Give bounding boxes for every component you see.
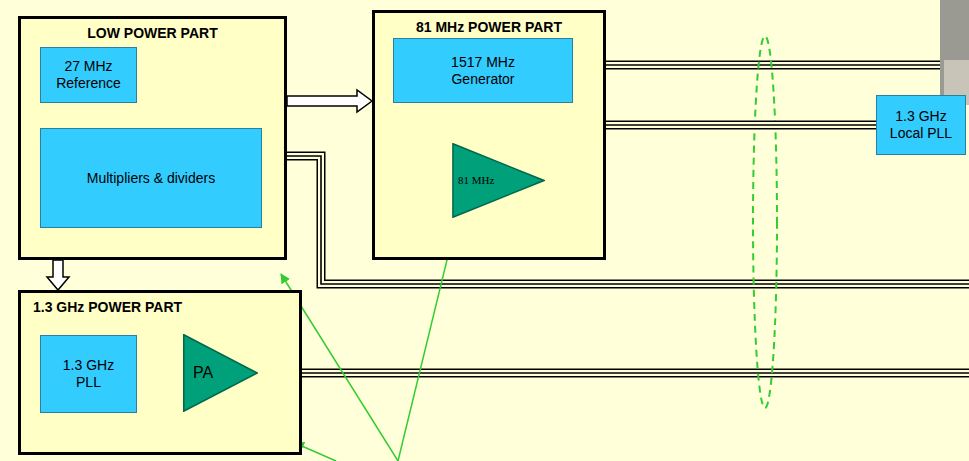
block-label: 27 MHz Reference xyxy=(49,58,129,92)
function-block: 1517 MHz Generator xyxy=(393,38,573,103)
block-arrow xyxy=(47,260,69,290)
part-title: 1.3 GHz POWER PART xyxy=(33,299,299,315)
block-label: 1517 MHz Generator xyxy=(428,54,538,88)
block-label: 1.3 GHz PLL xyxy=(54,357,124,391)
triangle-shape xyxy=(453,144,544,218)
dashed-ellipse xyxy=(753,36,777,408)
amplifier-triangle: PA xyxy=(183,334,258,412)
part-title: 81 MHz POWER PART xyxy=(375,19,603,35)
triangle-shape xyxy=(184,335,258,411)
block-arrow xyxy=(287,90,372,112)
block-label: 81 MHz xyxy=(458,174,494,187)
cable-line xyxy=(302,373,969,374)
power-part-box: LOW POWER PART 27 MHz ReferenceMultiplier… xyxy=(18,16,287,260)
amplifier-triangle: 81 MHz xyxy=(452,143,545,218)
power-part-box: 81 MHz POWER PART 1517 MHz Generator 81 MH… xyxy=(372,10,606,260)
function-block: 1.3 GHz PLL xyxy=(40,335,137,413)
function-block: 27 MHz Reference xyxy=(40,47,137,103)
function-block: Multipliers & dividers xyxy=(40,128,262,228)
photo-fragment xyxy=(940,0,969,105)
block-label: Multipliers & dividers xyxy=(87,170,215,187)
power-part-box: 1.3 GHz POWER PART 1.3 GHz PLL PA xyxy=(18,290,302,455)
function-block: 1.3 GHz Local PLL xyxy=(876,95,966,155)
block-label: PA xyxy=(193,363,213,382)
cable-line xyxy=(596,65,940,66)
part-title: LOW POWER PART xyxy=(21,25,284,41)
block-label: 1.3 GHz Local PLL xyxy=(885,108,957,142)
